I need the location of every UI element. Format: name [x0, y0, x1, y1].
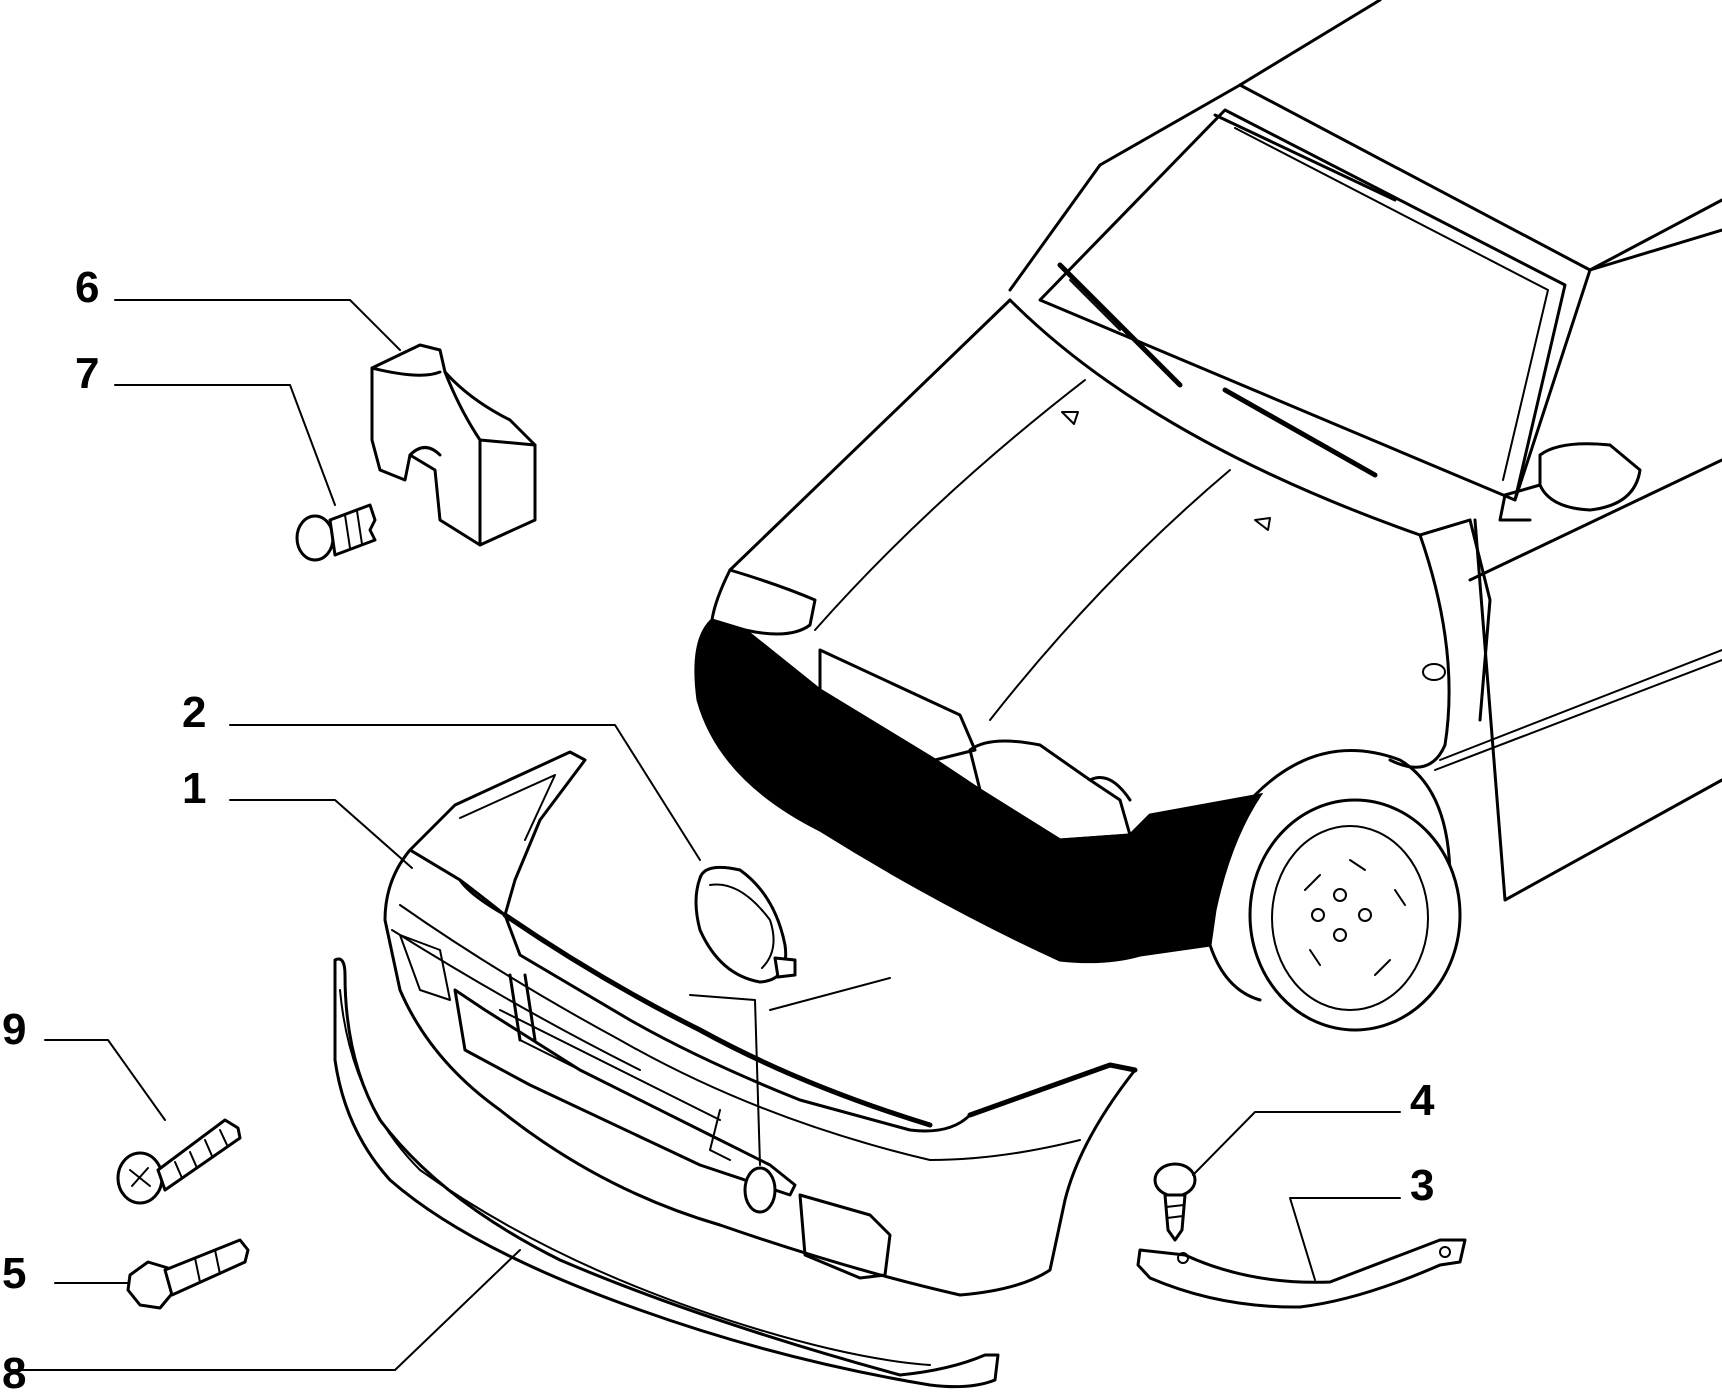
part-2-cover-cap	[694, 865, 797, 984]
callout-6: 6	[75, 263, 99, 312]
part-8-spoiler	[333, 957, 1000, 1389]
leader-6	[114, 299, 401, 351]
leader-lines	[9, 299, 1401, 1371]
leader-1b	[689, 994, 761, 1166]
callout-3: 3	[1410, 1161, 1434, 1210]
callout-8: 8	[2, 1349, 26, 1398]
part-6-bracket	[370, 343, 537, 547]
leader-7	[114, 384, 336, 506]
leader-3	[1289, 1197, 1401, 1281]
leader-9	[44, 1039, 166, 1121]
callout-7: 7	[75, 349, 99, 398]
leader-1c	[769, 977, 891, 1011]
callout-2: 2	[182, 688, 206, 737]
part-4-screw-clip	[1153, 1162, 1197, 1242]
leader-8	[9, 1249, 521, 1371]
callout-1: 1	[182, 764, 206, 813]
part-1-bumper	[383, 750, 1138, 1297]
leader-1	[229, 799, 413, 869]
part-3-strip	[1136, 1238, 1467, 1309]
leader-4	[1192, 1111, 1401, 1176]
part-5-bolt	[126, 1238, 250, 1310]
callout-9: 9	[2, 1005, 26, 1054]
callout-labels: 6 7 2 1 9 5 8 4 3	[2, 263, 1435, 1398]
leader-2	[229, 724, 701, 861]
car-illustration	[694, 0, 1722, 1032]
callout-4: 4	[1410, 1076, 1435, 1125]
part-9-screw	[116, 1118, 242, 1205]
part-7-clip	[295, 503, 377, 562]
callout-5: 5	[2, 1249, 26, 1298]
